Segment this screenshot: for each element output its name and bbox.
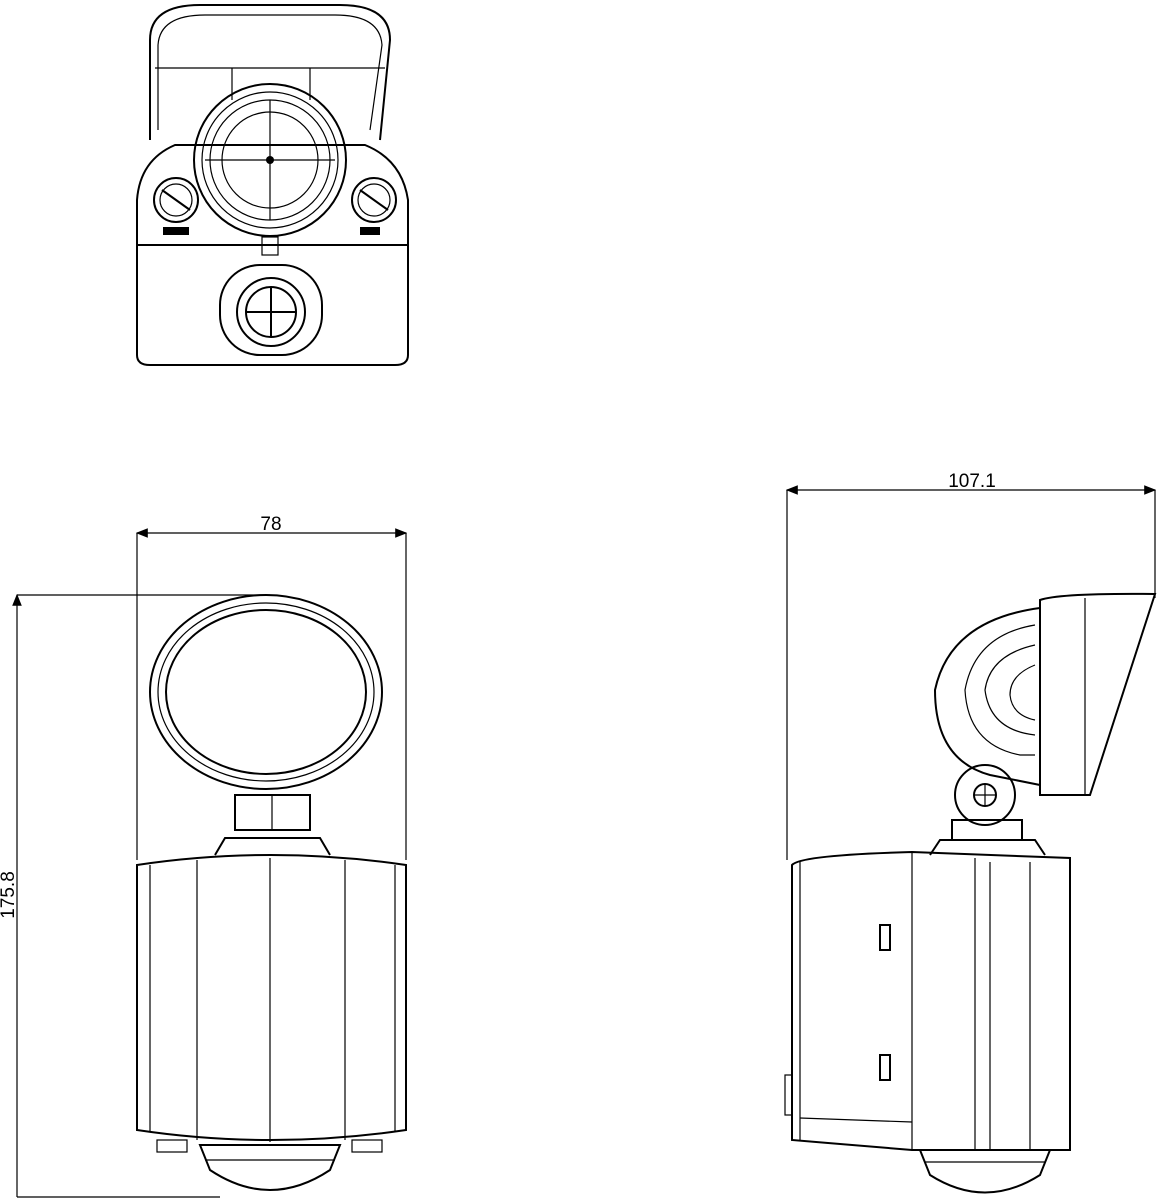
bottom-sensor bbox=[198, 1144, 342, 1191]
front-view: 78 175.8 bbox=[0, 514, 408, 1198]
hood-outline bbox=[149, 4, 392, 141]
body bbox=[791, 850, 1071, 1151]
base-collar bbox=[929, 839, 1046, 856]
lens-boss bbox=[219, 264, 323, 356]
height-dimension-label: 175.8 bbox=[0, 871, 19, 919]
lamp-head bbox=[149, 594, 383, 790]
bottom-sensor bbox=[918, 1149, 1052, 1194]
housing-box bbox=[136, 244, 409, 366]
pir-sensor bbox=[193, 83, 347, 237]
base-collar bbox=[214, 837, 331, 856]
slot bbox=[879, 1054, 891, 1081]
swivel-arm bbox=[933, 607, 1041, 786]
lamp-head bbox=[1039, 592, 1157, 796]
top-view bbox=[136, 4, 409, 366]
slot bbox=[879, 924, 891, 951]
knob-lux bbox=[351, 177, 397, 235]
body bbox=[136, 854, 407, 1141]
pivot bbox=[954, 764, 1016, 826]
depth-dimension-label: 107.1 bbox=[948, 471, 996, 492]
width-dimension-label: 78 bbox=[260, 514, 281, 535]
side-view: 107.1 bbox=[784, 471, 1157, 1194]
knob-time bbox=[153, 177, 199, 235]
